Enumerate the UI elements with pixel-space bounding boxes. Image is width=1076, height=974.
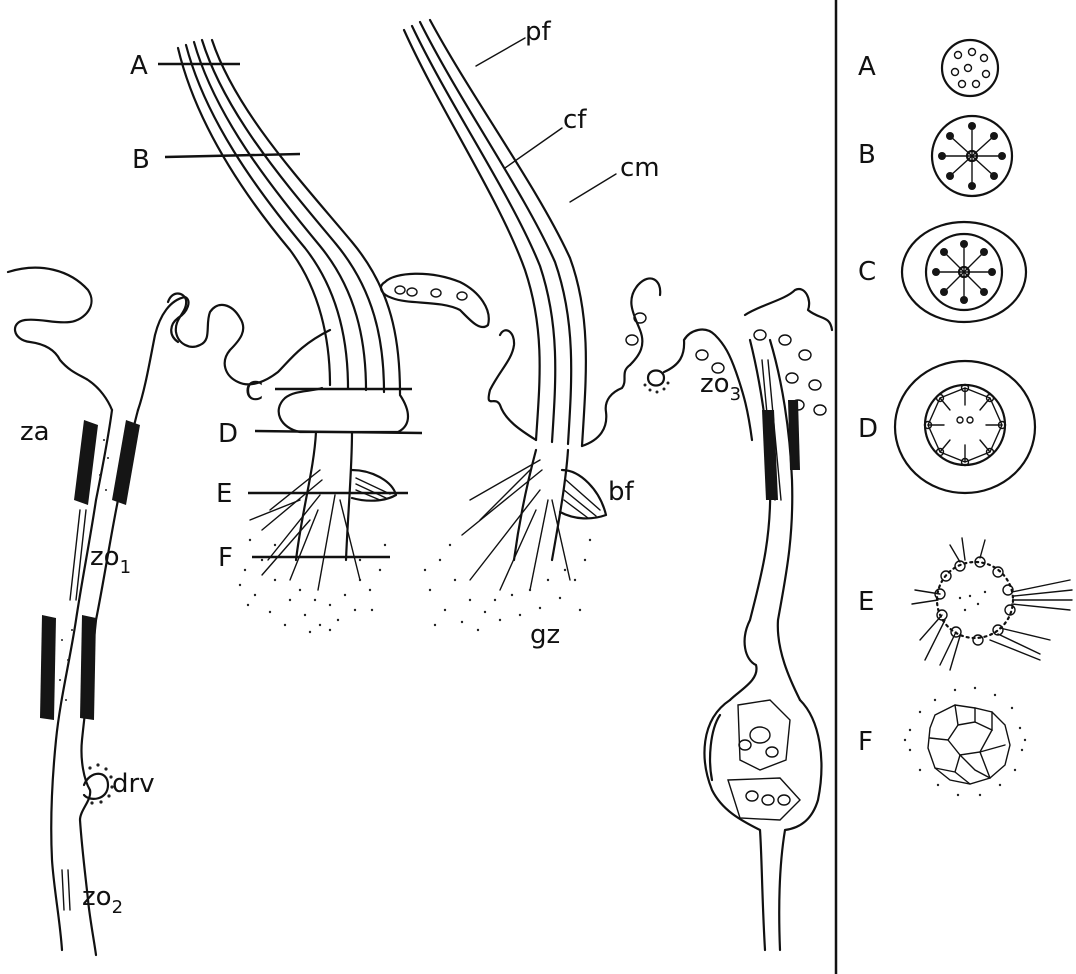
label-zo2: zo2 (82, 882, 123, 918)
label-gz: gz (530, 620, 560, 650)
label-za: za (20, 417, 50, 447)
sectioned-cilium (158, 40, 422, 633)
cross-section-label-d: D (858, 414, 878, 444)
label-cf: cf (563, 105, 587, 135)
cross-section-panel (895, 40, 1072, 796)
label-cm: cm (620, 153, 660, 183)
cross-section-label-b: B (858, 140, 876, 170)
labeled-cilium (381, 20, 660, 631)
cross-section-f (904, 687, 1026, 796)
cross-section-c (902, 222, 1026, 322)
label-pf: pf (525, 17, 552, 47)
level-label-c: C (245, 377, 263, 407)
left-junction-structure (8, 268, 189, 955)
cross-section-a (942, 40, 998, 96)
level-label-f: F (218, 543, 233, 573)
level-label-a: A (130, 51, 148, 81)
cross-section-label-a: A (858, 52, 876, 82)
level-label-b: B (132, 145, 150, 175)
label-drv: drv (112, 769, 155, 799)
label-bf: bf (608, 477, 635, 507)
level-label-d: D (218, 419, 238, 449)
granular-zone-left (239, 539, 386, 633)
level-label-e: E (216, 479, 232, 509)
label-zo1: zo1 (90, 542, 131, 578)
granular-zone-right (424, 539, 591, 631)
label-zo3: zo3 (700, 369, 741, 405)
cross-section-d (895, 361, 1035, 493)
cross-section-label-e: E (858, 587, 874, 617)
cross-section-label-f: F (858, 727, 873, 757)
cross-section-e (912, 538, 1072, 670)
cross-section-label-c: C (858, 257, 876, 287)
cross-section-b (932, 116, 1012, 196)
